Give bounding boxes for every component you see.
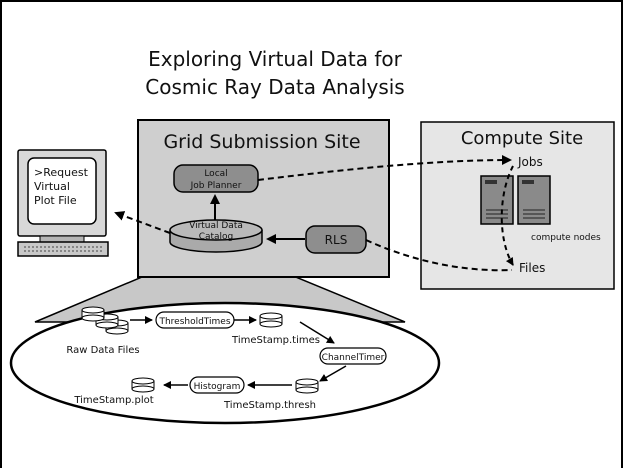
compute-node-server-2: [517, 175, 551, 225]
job-planner-label-line1: Local: [204, 169, 227, 179]
compute-nodes-label: compute nodes: [531, 233, 601, 243]
timestamp-plot-file-icon: [131, 377, 155, 393]
compute-node-server-1: [480, 175, 514, 225]
job-planner-label-line2: Job Planner: [190, 181, 242, 191]
dashed-arrow-planner-to-jobs: [257, 155, 512, 181]
channel-timer-node: [319, 347, 387, 365]
timestamp-thresh-file-icon: [295, 378, 319, 394]
compute-site-title: Compute Site: [461, 128, 583, 149]
arrow-times-to-channeltimer: [299, 321, 335, 344]
histogram-label: Histogram: [194, 382, 241, 392]
terminal-line3: Plot File: [34, 194, 77, 207]
catalog-label-line2: Catalog: [199, 232, 234, 242]
raw-data-files-label: Raw Data Files: [66, 345, 139, 356]
catalog-label-line1: Virtual Data: [189, 221, 243, 231]
local-job-planner: [173, 164, 259, 193]
grid-submission-site-title: Grid Submission Site: [163, 131, 360, 153]
terminal-line2: Virtual: [34, 180, 70, 193]
virtual-data-catalog: [169, 219, 263, 253]
timestamp-thresh-label: TimeStamp.thresh: [223, 400, 316, 411]
rls-label: RLS: [325, 233, 348, 247]
dashed-line-rls-to-files: [365, 239, 513, 272]
dashed-arrow-jobs-to-files: [500, 165, 514, 266]
histogram-node: [189, 376, 245, 394]
channel-timer-label: ChannelTimer: [322, 353, 385, 363]
arrow-channeltimer-to-thresh: [319, 365, 347, 382]
diagram-title-line2: Cosmic Ray Data Analysis: [145, 75, 404, 99]
files-label: Files: [519, 261, 545, 275]
jobs-label: Jobs: [517, 155, 543, 169]
timestamp-plot-label: TimeStamp.plot: [73, 395, 153, 406]
raw-data-files-icon: [81, 306, 129, 335]
timestamp-times-file-icon: [259, 312, 283, 328]
timestamp-times-label: TimeStamp.times: [231, 335, 320, 346]
diagram-title-line1: Exploring Virtual Data for: [148, 47, 403, 71]
user-terminal-icon: [17, 149, 109, 257]
threshold-times-label: ThresholdTimes: [158, 317, 230, 327]
rls-box: [305, 225, 367, 254]
terminal-line1: >Request: [34, 166, 89, 179]
